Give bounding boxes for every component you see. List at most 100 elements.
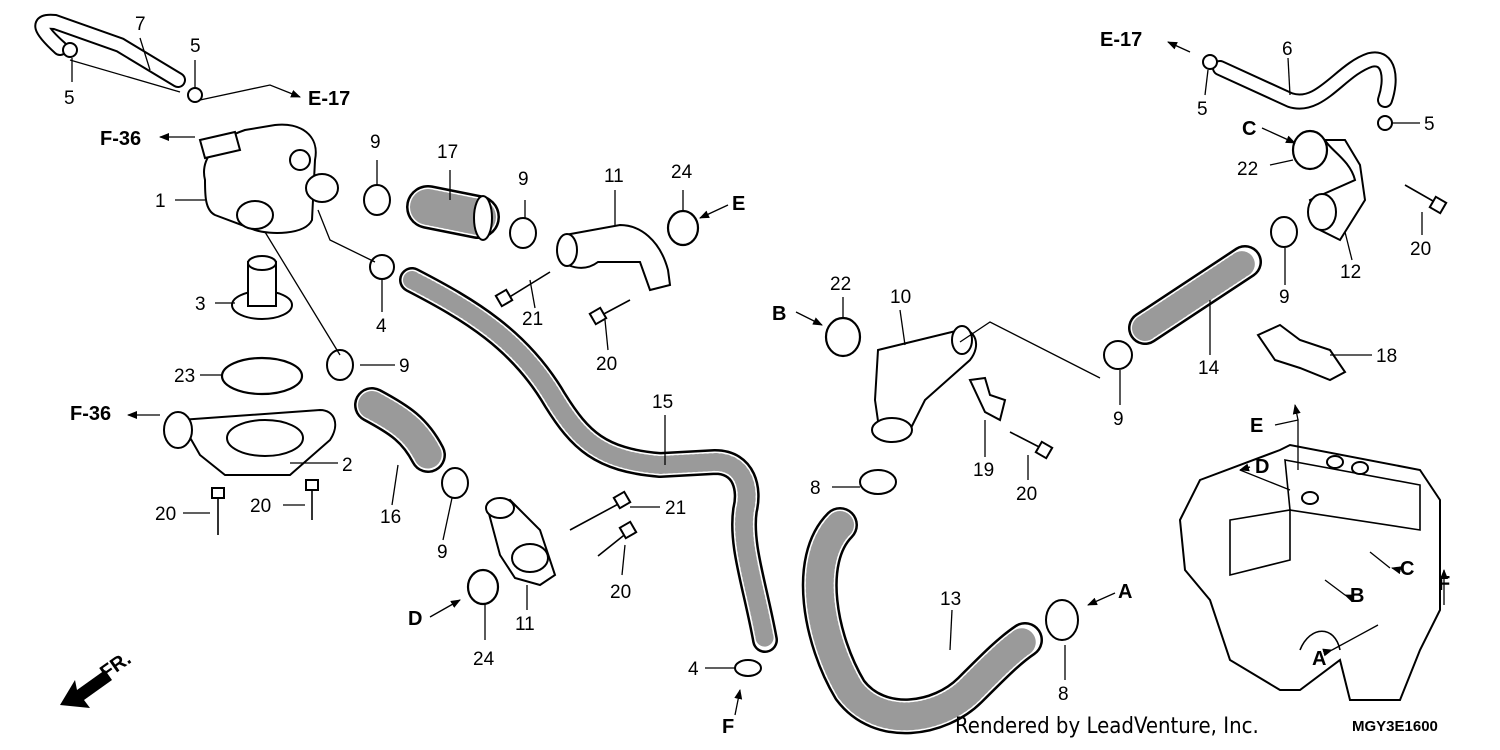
label-5: 5: [64, 88, 75, 109]
front-direction-arrow: FR.: [60, 648, 135, 708]
ref-a: A: [1118, 581, 1132, 603]
part-labels: 7 5 5 1 3 23 2 20 20 9 17 9 11 24 4 21 2…: [64, 14, 1435, 705]
clamp-4-b: [734, 659, 762, 677]
label-9: 9: [437, 542, 448, 563]
label-4: 4: [688, 659, 699, 680]
hose-6: [1212, 51, 1397, 110]
bolt-20-right: [1404, 184, 1448, 215]
clamp-8-a: [859, 469, 897, 495]
ref-b: B: [772, 303, 786, 325]
label-5: 5: [1197, 99, 1208, 120]
bracket-19: [968, 376, 1007, 422]
clamp-18: [1256, 323, 1347, 382]
label-7: 7: [135, 14, 146, 35]
label-17: 17: [437, 142, 458, 163]
ref-e17: E-17: [308, 88, 350, 110]
hose-7: [34, 13, 186, 88]
thermostat-housing-1: [198, 123, 339, 234]
bolt-21-lower: [569, 490, 632, 531]
label-20: 20: [596, 354, 617, 375]
clamp-8-b: [1045, 599, 1079, 641]
label-11: 11: [604, 166, 624, 187]
label-8: 8: [810, 478, 821, 499]
engine-ref-b: B: [1350, 585, 1364, 607]
label-5: 5: [190, 36, 201, 57]
label-12: 12: [1340, 262, 1361, 283]
ref-f36: F-36: [70, 403, 111, 425]
label-18: 18: [1376, 346, 1397, 367]
engine-block: [1178, 443, 1441, 701]
label-20: 20: [610, 582, 631, 603]
reference-labels: E-17 F-36 F-36 E-17 E B C D F A E D C B …: [70, 29, 1450, 738]
label-16: 16: [380, 507, 401, 528]
label-11: 11: [515, 614, 535, 635]
credit-text: Rendered by LeadVenture, Inc.: [955, 714, 1259, 739]
label-23: 23: [174, 366, 195, 387]
label-24: 24: [473, 649, 495, 670]
label-21: 21: [522, 309, 543, 330]
bolt-20-cover-a: [211, 487, 225, 535]
pipe-12: [1307, 139, 1367, 242]
label-3: 3: [195, 294, 206, 315]
label-22: 22: [1237, 159, 1258, 180]
hose-15: [399, 267, 778, 653]
o-ring-24-upper: [666, 209, 700, 247]
o-ring-23: [220, 356, 304, 396]
clamp-9-f: [1103, 340, 1133, 370]
label-15: 15: [652, 392, 673, 413]
bolt-20-center: [1009, 431, 1054, 460]
clamp-5-c: [1202, 54, 1218, 70]
hose-16: [354, 387, 446, 473]
label-5: 5: [1424, 114, 1435, 135]
label-13: 13: [940, 589, 961, 610]
label-19: 19: [973, 460, 994, 481]
clamp-9-d: [441, 467, 469, 499]
label-20: 20: [1016, 484, 1037, 505]
leader-lines: [69, 37, 1423, 680]
label-14: 14: [1198, 358, 1220, 379]
joint-11-upper: [556, 223, 672, 292]
clamp-5-b: [187, 87, 203, 103]
clamp-9-a: [363, 184, 391, 216]
engine-ref-a: A: [1312, 648, 1326, 670]
bolt-21-upper: [494, 271, 551, 308]
bolt-20-lower: [597, 520, 638, 557]
label-8: 8: [1058, 684, 1069, 705]
engine-ref-f: F: [1438, 573, 1450, 595]
label-6: 6: [1282, 39, 1293, 60]
joint-11-lower: [485, 497, 557, 587]
ref-arrows: [127, 41, 1448, 716]
o-ring-22-right: [1291, 129, 1329, 171]
hose-17: [406, 185, 500, 241]
bolt-20-cover-b: [305, 479, 319, 520]
clamp-9-c: [326, 349, 354, 381]
label-9: 9: [518, 169, 529, 190]
engine-ref-e: E: [1250, 415, 1263, 437]
bolt-20-upper: [588, 299, 631, 326]
hose-13: [801, 507, 1043, 735]
clamp-9-e: [1270, 216, 1298, 248]
ref-f36: F-36: [100, 128, 141, 150]
label-22: 22: [830, 274, 851, 295]
clamp-9-b: [509, 217, 537, 249]
ref-c: C: [1242, 118, 1256, 140]
label-20: 20: [1410, 239, 1431, 260]
clamp-5-a: [62, 42, 78, 58]
label-20: 20: [250, 496, 271, 517]
ref-d: D: [408, 608, 422, 630]
label-24: 24: [671, 162, 693, 183]
engine-ref-c: C: [1400, 558, 1414, 580]
water-cover-2: [163, 408, 337, 476]
clamp-5-d: [1377, 115, 1393, 131]
ref-e: E: [732, 193, 745, 215]
label-21: 21: [665, 498, 686, 519]
label-10: 10: [890, 287, 911, 308]
label-1: 1: [155, 191, 166, 212]
diagram-code: MGY3E1600: [1352, 718, 1438, 735]
label-4: 4: [376, 316, 387, 337]
label-2: 2: [342, 455, 353, 476]
label-20: 20: [155, 504, 176, 525]
ref-e17: E-17: [1100, 29, 1142, 51]
ref-f: F: [722, 716, 734, 738]
